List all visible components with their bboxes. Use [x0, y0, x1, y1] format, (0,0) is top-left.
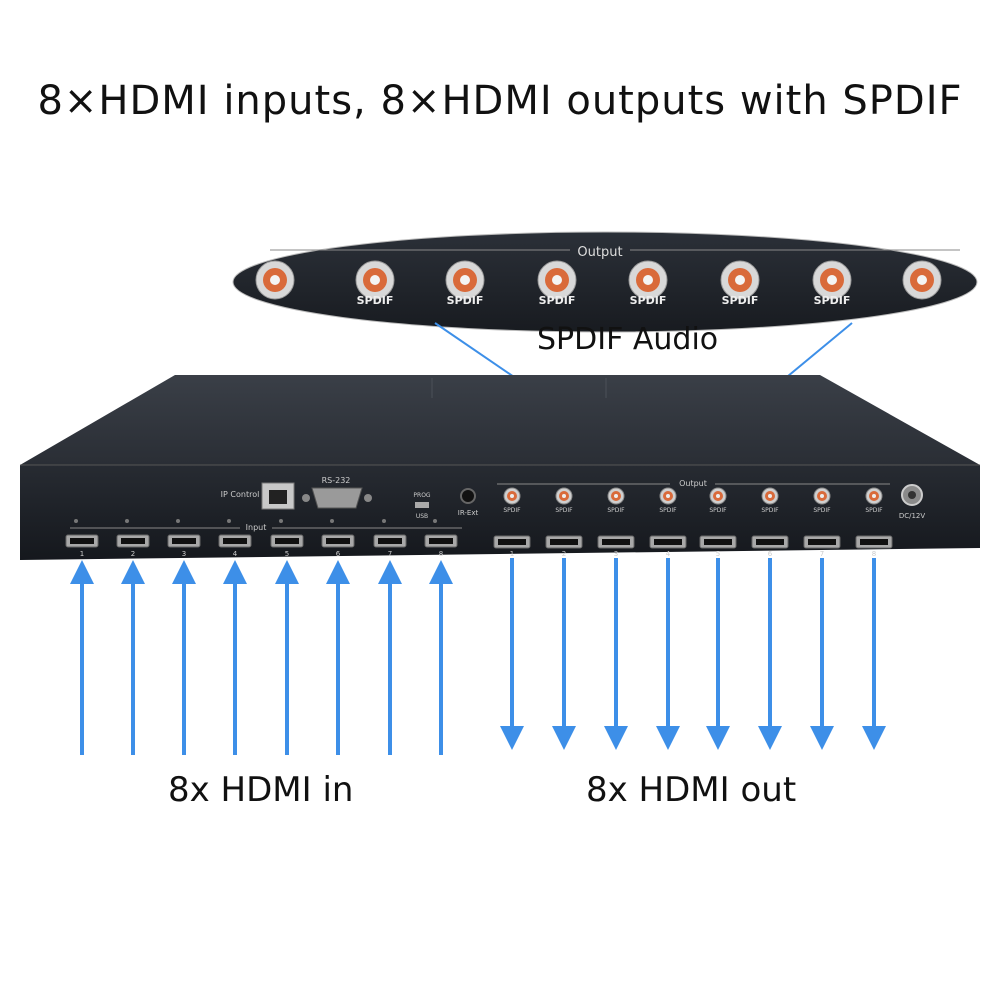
spdif-rca-jack: SPDIF: [761, 487, 779, 514]
hdmi-input-port: 4: [218, 519, 252, 558]
spdif-rca-jack: SPDIF: [607, 487, 625, 514]
zoom-rca-jack: [902, 260, 942, 300]
spdif-rca-jack: SPDIF: [659, 487, 677, 514]
input-port-number: 8: [439, 550, 443, 558]
spdif-label: SPDIF: [503, 507, 521, 514]
spdif-audio-caption: SPDIF Audio: [537, 322, 719, 357]
hdmi-input-port: 8: [424, 519, 458, 558]
usb-port: [415, 502, 429, 508]
hdmi-input-port: 6: [321, 519, 355, 558]
input-port-number: 5: [285, 550, 289, 558]
hdmi-in-caption: 8x HDMI in: [168, 770, 354, 810]
hdmi-output-port: 8: [855, 535, 893, 558]
spdif-label: SPDIF: [865, 507, 883, 514]
hdmi-output-port: 7: [803, 535, 841, 558]
hdmi-output-port: 5: [699, 535, 737, 558]
hdmi-input-port: 7: [373, 519, 407, 558]
matrix-switcher-device: IP Control RS-232 PROG USB IR-Ext Input …: [20, 375, 980, 560]
hdmi-input-port: 1: [65, 519, 99, 558]
ip-control-label: IP Control: [221, 490, 260, 499]
spdif-rca-jack: SPDIF: [503, 487, 521, 514]
hdmi-input-port: 2: [116, 519, 150, 558]
zoom-spdif-label: SPDIF: [630, 294, 667, 307]
zoom-rca-jack: [255, 260, 295, 300]
hdmi-output-port: 1: [493, 535, 531, 558]
hdmi-input-port: 5: [270, 519, 304, 558]
spdif-label: SPDIF: [813, 507, 831, 514]
usb-label: USB: [416, 513, 428, 520]
spdif-label: SPDIF: [761, 507, 779, 514]
zoom-spdif-label: SPDIF: [814, 294, 851, 307]
zoom-rca-jack: SPDIF: [537, 260, 577, 307]
spdif-rca-jack: SPDIF: [555, 487, 573, 514]
input-port-number: 1: [80, 550, 84, 558]
hdmi-output-port: 6: [751, 535, 789, 558]
spdif-label: SPDIF: [709, 507, 727, 514]
spdif-label: SPDIF: [607, 507, 625, 514]
rs232-label: RS-232: [322, 476, 351, 485]
input-port-number: 7: [388, 550, 392, 558]
spdif-rca-jack: SPDIF: [813, 487, 831, 514]
prog-label: PROG: [413, 492, 431, 499]
zoom-spdif-label: SPDIF: [357, 294, 394, 307]
zoom-rca-jack: SPDIF: [812, 260, 852, 307]
rs232-port: [311, 487, 363, 509]
zoom-spdif-label: SPDIF: [539, 294, 576, 307]
zoom-rca-jack: SPDIF: [720, 260, 760, 307]
input-port-number: 4: [233, 550, 238, 558]
output-group-label: Output: [679, 479, 707, 488]
ir-ext-jack: [460, 488, 476, 504]
ir-ext-label: IR-Ext: [458, 509, 479, 517]
output-port-number: 8: [872, 550, 876, 558]
spdif-zoom-callout: Output SPDIF SPDIF SPDIF SPDIF SPDIF SPDIF: [232, 231, 978, 333]
zoom-rca-jack: SPDIF: [628, 260, 668, 307]
output-port-number: 7: [820, 550, 824, 558]
zoom-spdif-label: SPDIF: [447, 294, 484, 307]
spdif-label: SPDIF: [555, 507, 573, 514]
input-port-number: 2: [131, 550, 135, 558]
input-group-label: Input: [246, 523, 267, 532]
output-port-number: 4: [666, 550, 671, 558]
input-port-number: 6: [336, 550, 341, 558]
power-label: DC/12V: [899, 512, 926, 520]
hdmi-input-port: 3: [167, 519, 201, 558]
hdmi-out-caption: 8x HDMI out: [586, 770, 797, 810]
spdif-label: SPDIF: [659, 507, 677, 514]
spdif-rca-jack: SPDIF: [865, 487, 883, 514]
output-port-number: 1: [510, 550, 514, 558]
page-title: 8×HDMI inputs, 8×HDMI outputs with SPDIF: [37, 78, 963, 124]
hdmi-output-port: 3: [597, 535, 635, 558]
zoom-rca-jack: SPDIF: [445, 260, 485, 307]
hdmi-output-port: 4: [649, 535, 687, 558]
output-port-number: 5: [716, 550, 720, 558]
callout-output-label: Output: [577, 245, 622, 260]
output-port-number: 6: [768, 550, 773, 558]
output-port-number: 2: [562, 550, 566, 558]
zoom-rca-jack: SPDIF: [355, 260, 395, 307]
output-port-number: 3: [614, 550, 618, 558]
hdmi-output-port: 2: [545, 535, 583, 558]
spdif-rca-jack: SPDIF: [709, 487, 727, 514]
zoom-spdif-label: SPDIF: [722, 294, 759, 307]
input-port-number: 3: [182, 550, 186, 558]
